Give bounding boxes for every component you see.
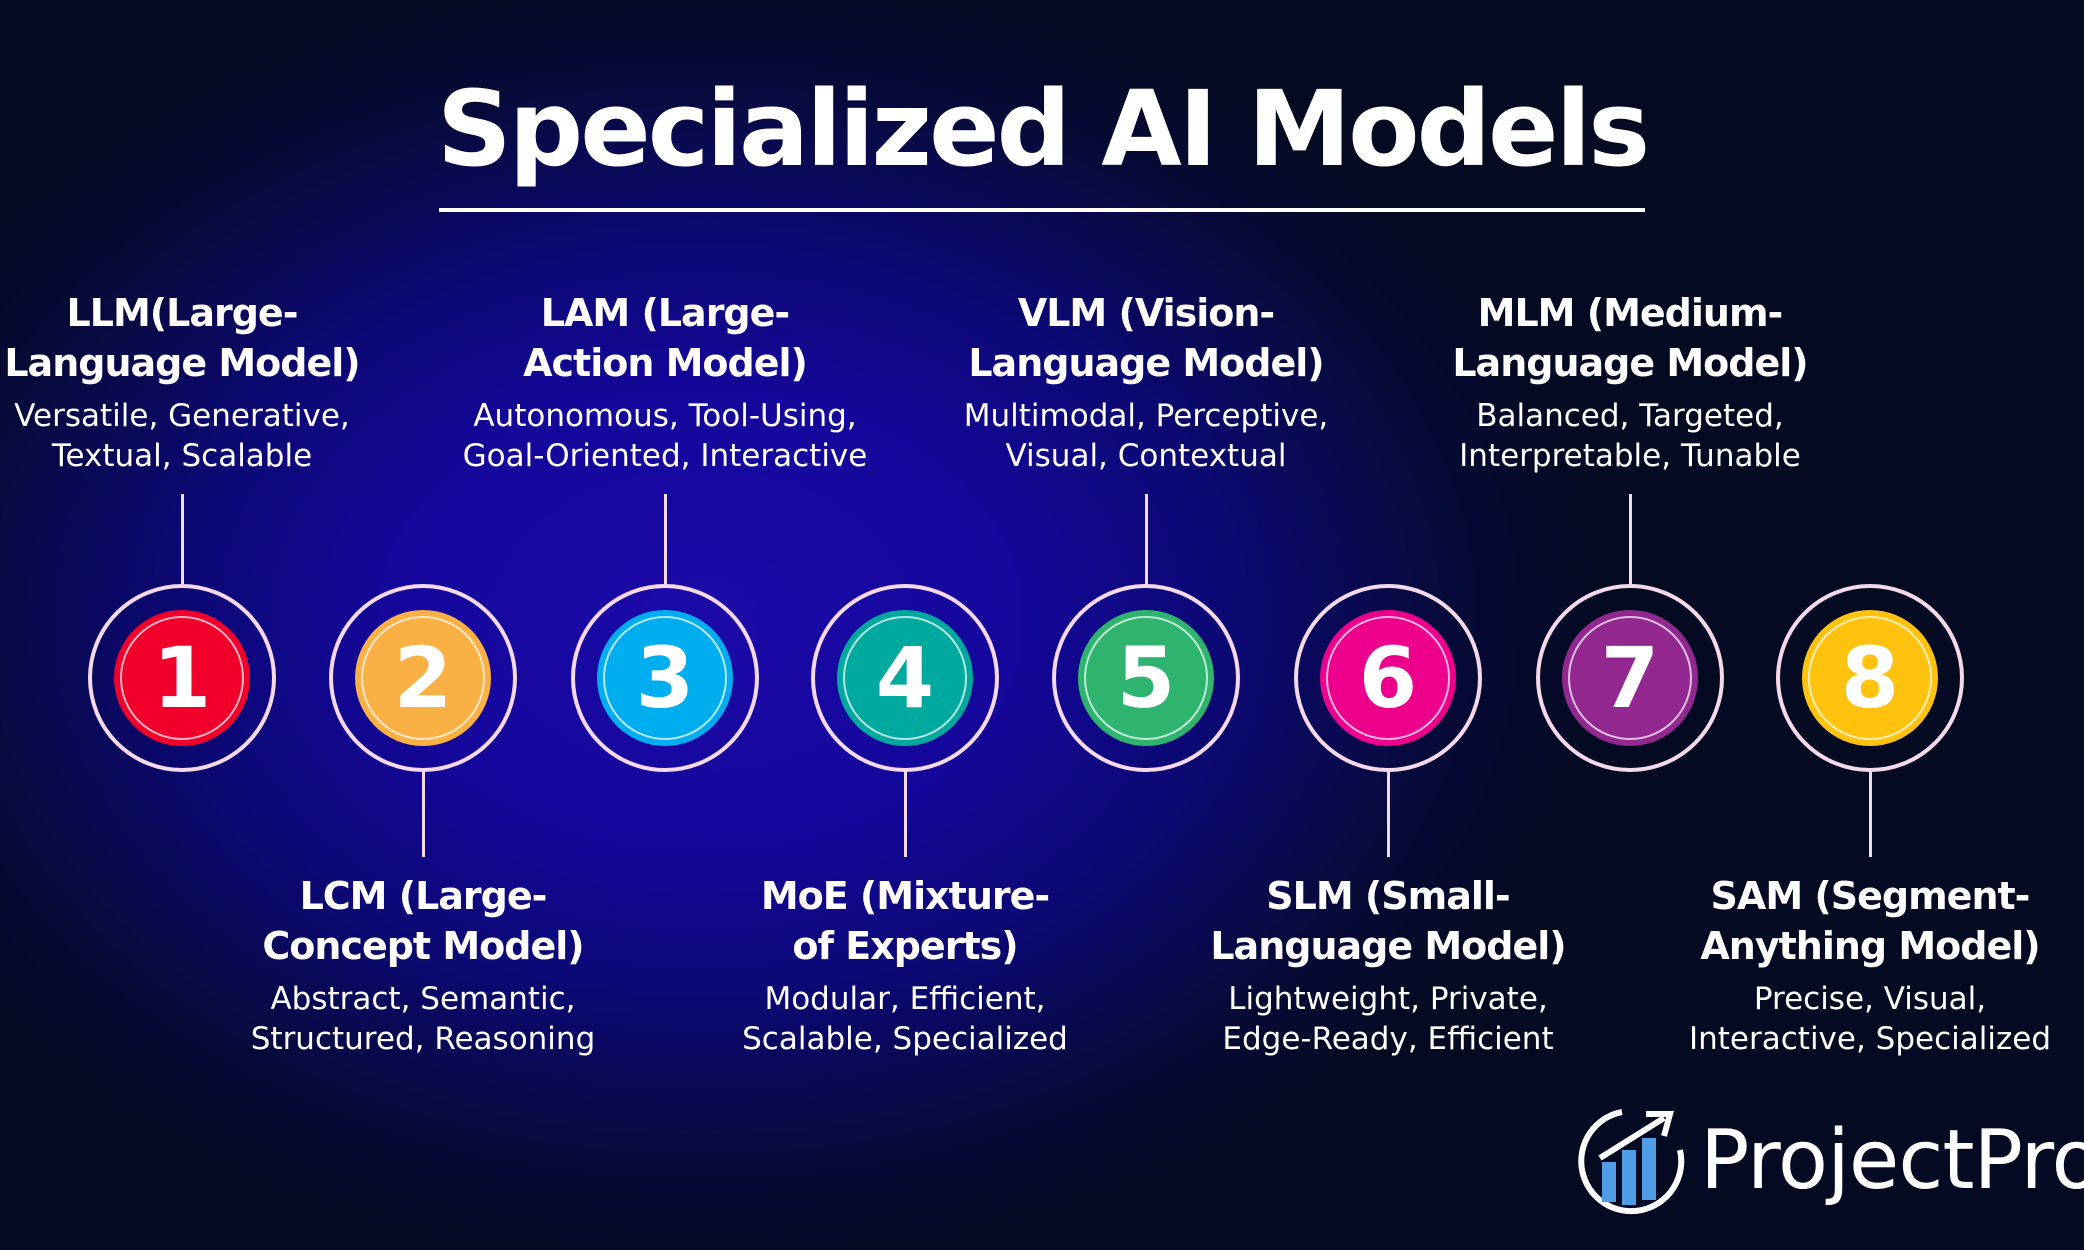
model-name-line2: of Experts) [792, 924, 1018, 968]
model-traits-line1: Lightweight, Private, [1228, 981, 1548, 1017]
model-traits-line2: Textual, Scalable [51, 438, 313, 474]
item-number: 5 [1116, 629, 1176, 727]
model-traits-line1: Abstract, Semantic, [270, 981, 576, 1017]
number-badge: 8 [1802, 610, 1938, 746]
chart-growth-icon [1578, 1109, 1685, 1215]
model-traits-line1: Modular, Efficient, [764, 981, 1046, 1017]
item-number: 7 [1600, 629, 1660, 727]
model-traits: Abstract, Semantic, Structured, Reasoning [213, 979, 633, 1059]
connector-line [1869, 770, 1872, 857]
model-traits-line1: Versatile, Generative, [14, 398, 350, 434]
connector-line [1387, 770, 1390, 857]
model-name: VLM (Vision- Language Model) [936, 288, 1356, 388]
model-traits-line1: Precise, Visual, [1753, 981, 1987, 1017]
model-traits: Modular, Efficient, Scalable, Specialized [695, 979, 1115, 1059]
number-badge: 4 [837, 610, 973, 746]
page-title: Specialized AI Models [436, 68, 1650, 190]
connector-line [664, 494, 667, 584]
model-label: SLM (Small- Language Model) Lightweight, … [1178, 871, 1598, 1059]
model-name-line1: LAM (Large- [540, 291, 790, 335]
item-number: 3 [635, 629, 695, 727]
model-name-line1: LLM(Large- [66, 291, 299, 335]
model-name-line2: Action Model) [523, 341, 808, 385]
model-name-line1: VLM (Vision- [1017, 291, 1275, 335]
model-name-line2: Language Model) [968, 341, 1324, 385]
model-name-line2: Concept Model) [262, 924, 584, 968]
model-name-line1: LCM (Large- [299, 874, 548, 918]
model-name-line2: Language Model) [1210, 924, 1566, 968]
number-badge: 6 [1320, 610, 1456, 746]
model-traits-line2: Visual, Contextual [1005, 438, 1287, 474]
number-ring: 6 [1294, 584, 1482, 772]
model-traits: Lightweight, Private, Edge-Ready, Efficie… [1178, 979, 1598, 1059]
number-ring: 3 [571, 584, 759, 772]
model-traits-line2: Interactive, Specialized [1688, 1021, 2052, 1057]
model-traits-line2: Structured, Reasoning [250, 1021, 596, 1057]
model-name: MoE (Mixture-of Experts) [695, 871, 1115, 971]
item-number: 2 [393, 629, 453, 727]
number-ring: 1 [88, 584, 276, 772]
model-label: VLM (Vision- Language Model) Multimodal, … [936, 288, 1356, 476]
model-name: SLM (Small- Language Model) [1178, 871, 1598, 971]
logo-text: ProjectPro [1700, 1112, 2084, 1208]
model-label: LCM (Large- Concept Model) Abstract, Sema… [213, 871, 633, 1059]
model-label: SAM (Segment- Anything Model) Precise, Vi… [1660, 871, 2080, 1059]
number-badge: 1 [114, 610, 250, 746]
model-name: LAM (Large- Action Model) [455, 288, 875, 388]
model-name-line2: Language Model) [4, 341, 360, 385]
item-number: 1 [152, 629, 212, 727]
model-label: MLM (Medium- Language Model) Balanced, Ta… [1420, 288, 1840, 476]
number-ring: 8 [1776, 584, 1964, 772]
model-traits: Precise, Visual, Interactive, Specialized [1660, 979, 2080, 1059]
model-traits-line1: Autonomous, Tool-Using, [473, 398, 857, 434]
model-label: LAM (Large- Action Model) Autonomous, Too… [455, 288, 875, 476]
model-label: MoE (Mixture-of Experts) Modular, Effici… [695, 871, 1115, 1059]
number-ring: 4 [811, 584, 999, 772]
model-name-line1: MoE (Mixture- [760, 874, 1050, 918]
item-number: 6 [1358, 629, 1418, 727]
connector-line [422, 770, 425, 857]
model-name: LCM (Large- Concept Model) [213, 871, 633, 971]
item-number: 8 [1840, 629, 1900, 727]
model-name-line1: SAM (Segment- [1710, 874, 2031, 918]
connector-line [181, 494, 184, 584]
connector-line [1145, 494, 1148, 584]
number-badge: 3 [597, 610, 733, 746]
model-name: SAM (Segment- Anything Model) [1660, 871, 2080, 971]
model-name-line2: Anything Model) [1700, 924, 2040, 968]
number-ring: 2 [329, 584, 517, 772]
connector-line [904, 770, 907, 857]
model-traits: Multimodal, Perceptive, Visual, Contextua… [936, 396, 1356, 476]
number-badge: 5 [1078, 610, 1214, 746]
model-name: LLM(Large- Language Model) [0, 288, 392, 388]
number-ring: 5 [1052, 584, 1240, 772]
model-traits-line2: Scalable, Specialized [742, 1021, 1068, 1057]
number-badge: 2 [355, 610, 491, 746]
model-name-line2: Language Model) [1452, 341, 1808, 385]
model-traits: Versatile, Generative, Textual, Scalable [0, 396, 392, 476]
connector-line [1629, 494, 1632, 584]
item-number: 4 [875, 629, 935, 727]
projectpro-logo: ProjectPro [1572, 1100, 2084, 1220]
model-traits-line2: Goal-Oriented, Interactive [462, 438, 868, 474]
model-traits-line2: Interpretable, Tunable [1459, 438, 1801, 474]
model-label: LLM(Large- Language Model) Versatile, Gen… [0, 288, 392, 476]
model-traits: Balanced, Targeted, Interpretable, Tunabl… [1420, 396, 1840, 476]
model-name-line1: SLM (Small- [1266, 874, 1510, 918]
number-badge: 7 [1562, 610, 1698, 746]
model-traits: Autonomous, Tool-Using, Goal-Oriented, In… [455, 396, 875, 476]
title-underline [439, 208, 1645, 212]
model-name-line1: MLM (Medium- [1477, 291, 1784, 335]
model-traits-line2: Edge-Ready, Efficient [1222, 1021, 1554, 1057]
model-name: MLM (Medium- Language Model) [1420, 288, 1840, 388]
number-ring: 7 [1536, 584, 1724, 772]
model-traits-line1: Multimodal, Perceptive, [963, 398, 1329, 434]
model-traits-line1: Balanced, Targeted, [1476, 398, 1784, 434]
